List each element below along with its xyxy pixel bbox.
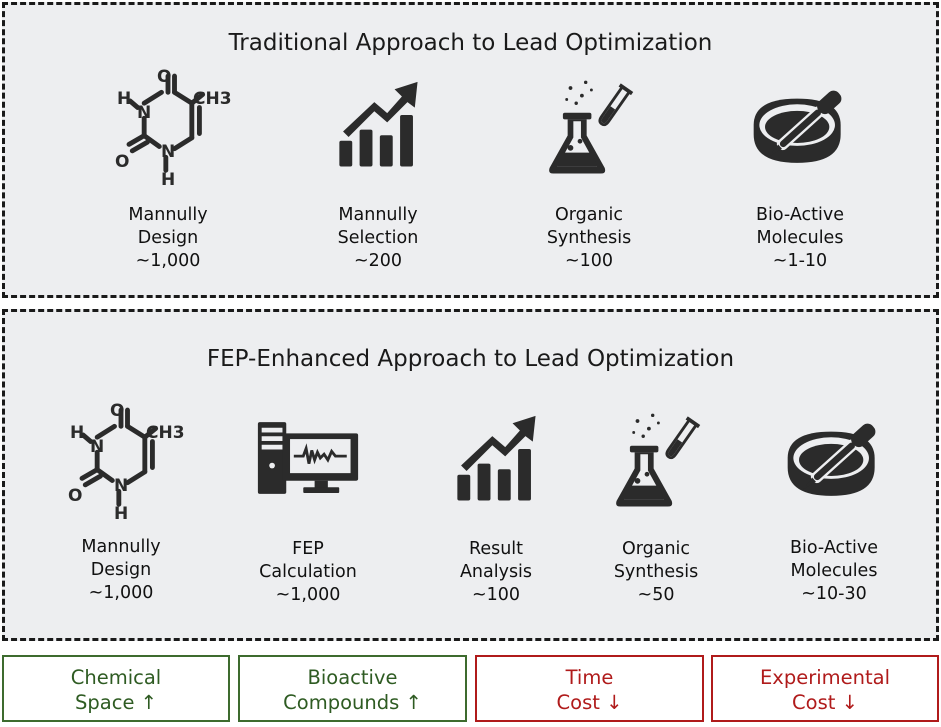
computer-icon xyxy=(256,418,360,498)
petri-dish-icon xyxy=(748,74,852,178)
fep-step-calculation: FEP Calculation ~1,000 xyxy=(243,418,373,607)
traditional-step-synthesis: Organic Synthesis ~100 xyxy=(524,74,654,273)
step-label: Mannully Design ~1,000 xyxy=(81,537,161,603)
benefit-time-cost: Time Cost ↓ xyxy=(475,655,704,722)
fep-step-synthesis: Organic Synthesis ~50 xyxy=(591,407,721,607)
step-label: Bio-Active Molecules ~1-10 xyxy=(756,205,844,271)
flask-icon xyxy=(542,74,637,180)
fep-step-design: O H N CH3 O N H Mannully Design ~1,000 xyxy=(51,396,191,605)
benefit-bioactive-compounds: Bioactive Compounds ↑ xyxy=(238,655,467,722)
flask-icon xyxy=(609,407,704,513)
fep-step-bioactive: Bio-Active Molecules ~10-30 xyxy=(769,407,899,606)
step-label: Organic Synthesis ~100 xyxy=(546,205,632,271)
step-label: Bio-Active Molecules ~10-30 xyxy=(790,538,878,604)
step-label: FEP Calculation ~1,000 xyxy=(259,539,357,605)
petri-dish-icon xyxy=(782,407,886,511)
benefit-experimental-cost: Experimental Cost ↓ xyxy=(711,655,939,722)
step-label: Mannully Selection ~200 xyxy=(337,205,419,271)
bar-chart-icon xyxy=(450,414,542,506)
molecule-icon: O H N CH3 O N H xyxy=(68,401,185,524)
step-label: Result Analysis ~100 xyxy=(459,539,533,605)
traditional-step-bioactive: Bio-Active Molecules ~1-10 xyxy=(735,74,865,273)
traditional-title: Traditional Approach to Lead Optimizatio… xyxy=(228,30,713,56)
bar-chart-icon xyxy=(332,80,424,172)
fep-panel: FEP-Enhanced Approach to Lead Optimizati… xyxy=(2,309,939,641)
step-label: Organic Synthesis ~50 xyxy=(613,539,699,605)
traditional-step-selection: Mannully Selection ~200 xyxy=(313,80,443,273)
molecule-icon: O H N CH3 O N H xyxy=(115,67,232,190)
fep-title: FEP-Enhanced Approach to Lead Optimizati… xyxy=(206,346,735,372)
traditional-step-design: O H N CH3 O N H Mannully Design ~1,000 xyxy=(98,62,238,273)
fep-step-analysis: Result Analysis ~100 xyxy=(431,414,561,607)
benefit-chemical-space: Chemical Space ↑ xyxy=(2,655,230,722)
step-label: Mannully Design ~1,000 xyxy=(128,205,208,271)
